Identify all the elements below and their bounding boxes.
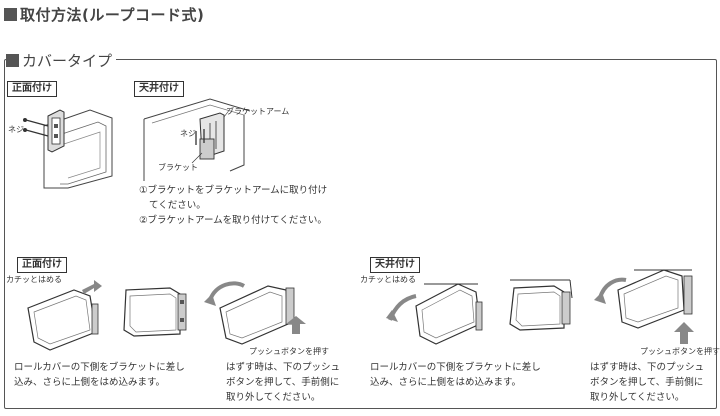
remove-text-ceiling-3: 取り外してください。 <box>590 392 685 403</box>
cover-step-remove-front <box>219 285 295 345</box>
tag-front-mount-top: 正面付け <box>7 81 57 97</box>
front-mount-cover-sequence <box>27 280 306 351</box>
square-bullet-icon <box>4 8 17 21</box>
cover-type-panel <box>4 59 717 409</box>
install-text-ceiling-2: 込み、さらに上側をはめ込みます。 <box>370 377 522 388</box>
ceiling-step-2: ②ブラケットアームを取り付けてください。 <box>139 215 327 226</box>
ceiling-step-1: ①ブラケットをブラケットアームに取り付け <box>139 185 328 196</box>
cover-step-mounted-ceiling <box>509 279 573 331</box>
install-text-front-1: ロールカバーの下側をブラケットに差し <box>14 362 185 373</box>
cover-step-mounted-front <box>123 287 187 337</box>
install-text-front-2: 込み、さらに上側をはめ込みます。 <box>14 377 166 388</box>
click-label-ceiling: カチッとはめる <box>360 275 416 284</box>
up-arrow-icon <box>286 316 306 334</box>
tag-ceiling-mount-bottom: 天井付け <box>370 257 420 273</box>
curved-arrow-icon <box>204 294 216 306</box>
arrow-right-icon <box>82 280 102 294</box>
bracket-label: ブラケット <box>158 163 198 172</box>
push-label-front: プッシュボタンを押す <box>249 347 329 356</box>
remove-text-ceiling-1: はずす時は、下のプッシュ <box>590 362 705 373</box>
up-arrow-icon <box>674 322 694 344</box>
install-text-ceiling-1: ロールカバーの下側をブラケットに差し <box>370 362 541 373</box>
tag-front-mount-bottom: 正面付け <box>17 257 67 273</box>
curved-arrow-icon <box>594 292 606 304</box>
square-bullet-icon <box>6 54 19 67</box>
cover-step-install-ceiling <box>415 283 483 345</box>
curved-arrow-icon <box>386 310 398 322</box>
remove-text-front-1: はずす時は、下のプッシュ <box>226 362 341 373</box>
remove-text-ceiling-2: ボタンを押して、手前側に <box>590 377 704 388</box>
page-title: 取付方法(ループコード式) <box>4 4 204 25</box>
cover-step-remove-ceiling <box>617 269 693 329</box>
cover-step-install-front <box>27 289 99 351</box>
push-label-ceiling: プッシュボタンを押す <box>640 347 720 356</box>
remove-text-front-3: 取り外してください。 <box>226 392 321 403</box>
tag-ceiling-mount-top: 天井付け <box>134 81 184 97</box>
remove-text-front-2: ボタンを押して、手前側に <box>226 377 340 388</box>
ceiling-step-1-cont: てください。 <box>149 200 206 211</box>
click-label-front: カチッとはめる <box>6 275 62 284</box>
screw-label-ceiling: ネジ <box>180 129 196 138</box>
section-title: カバータイプ <box>6 50 117 71</box>
ceiling-mount-cover-sequence <box>386 269 694 345</box>
bracket-arm-label: ブラケットアーム <box>226 107 290 116</box>
screw-label-front: ネジ <box>8 125 24 134</box>
front-mount-bracket-illustration <box>23 109 113 189</box>
ceiling-mount-bracket-illustration <box>143 98 251 181</box>
